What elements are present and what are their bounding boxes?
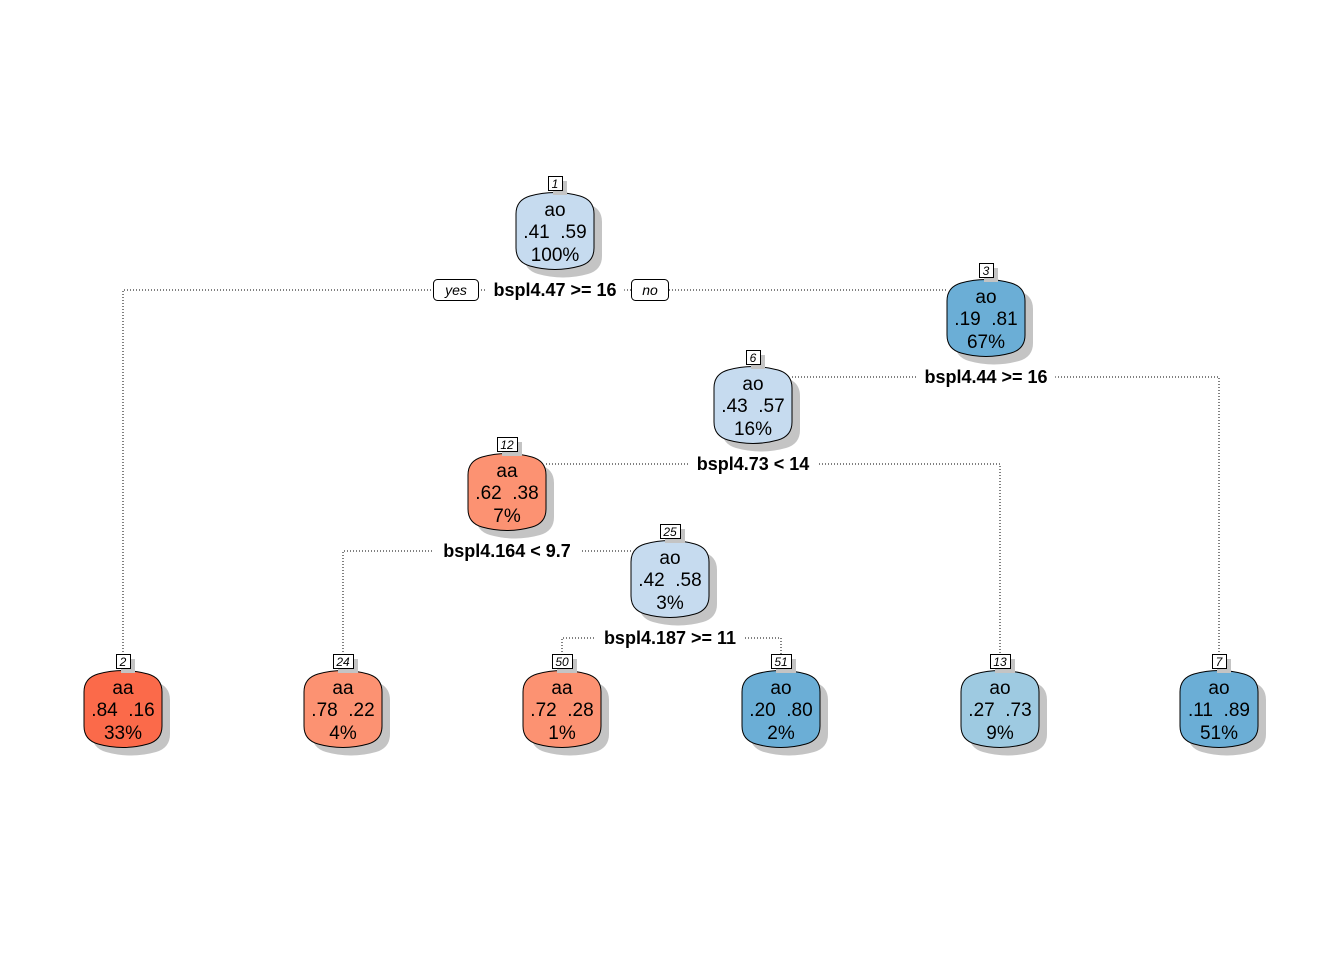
edge-6-13 [753, 463, 1001, 655]
node-percent: 100% [531, 245, 580, 266]
split-label-12: bspl4.164 < 9.7 [443, 541, 571, 561]
split-label-bg [916, 366, 1056, 388]
node-box [741, 670, 821, 748]
node-id: 12 [500, 438, 514, 452]
node-id-box [746, 350, 761, 365]
split-label-bg [688, 453, 818, 475]
node-box [467, 453, 547, 531]
split-label-1: bspl4.47 >= 16 [493, 280, 616, 300]
node-id-box [116, 654, 131, 669]
node-probs: .42 .58 [638, 570, 701, 591]
node-box [83, 670, 163, 748]
split-labels: bspl4.47 >= 16 yes no bspl4.44 >= 16 bspl4.7… [433, 279, 1056, 649]
node-box [303, 670, 383, 748]
node-percent: 16% [734, 419, 772, 440]
node-id-box [548, 176, 563, 191]
node-percent: 9% [986, 723, 1014, 744]
node-box [630, 540, 710, 618]
node-id: 51 [774, 655, 787, 669]
yes-box [433, 279, 479, 301]
node-probs: .43 .57 [721, 396, 784, 417]
no-label: no [642, 282, 658, 298]
node-id-box [979, 263, 994, 278]
node-probs: .27 .73 [968, 700, 1031, 721]
node-class: ao [989, 678, 1010, 699]
node-id: 25 [662, 525, 677, 539]
node-percent: 51% [1200, 723, 1238, 744]
node-id: 7 [1216, 655, 1224, 669]
node-probs: .72 .28 [530, 700, 593, 721]
node-probs: .78 .22 [311, 700, 374, 721]
node-id: 1 [552, 177, 559, 191]
split-label-3: bspl4.44 >= 16 [924, 367, 1047, 387]
node-percent: 2% [767, 723, 795, 744]
node-id-box [1212, 654, 1227, 669]
edge-3-7 [986, 376, 1220, 655]
node-box [522, 670, 602, 748]
node-percent: 4% [329, 723, 357, 744]
node-id: 13 [993, 655, 1007, 669]
yes-label: yes [444, 282, 467, 298]
node-percent: 67% [967, 332, 1005, 353]
node-id: 24 [335, 655, 350, 669]
node-box [713, 366, 793, 444]
split-label-6: bspl4.73 < 14 [697, 454, 810, 474]
node-class: ao [1208, 678, 1229, 699]
node-id-box [660, 524, 681, 539]
no-box [631, 279, 669, 301]
tree-node-51: 51 ao.20 .802% [741, 654, 828, 756]
node-box [960, 670, 1040, 748]
node-probs: .41 .59 [523, 222, 586, 243]
node-probs: .20 .80 [749, 700, 812, 721]
tree-node-24: 24 aa.78 .224% [303, 654, 390, 756]
node-box [1179, 670, 1259, 748]
node-class: ao [975, 287, 996, 308]
split-label-bg [485, 279, 625, 301]
node-id-box [771, 654, 792, 669]
split-label-25: bspl4.187 >= 11 [604, 628, 736, 648]
tree-node-50: 50 aa.72 .281% [522, 654, 609, 756]
node-percent: 33% [104, 723, 142, 744]
node-class: aa [332, 678, 354, 699]
tree-node-25: 25 ao.42 .583% [630, 524, 717, 626]
node-id: 3 [983, 264, 990, 278]
node-id: 50 [555, 655, 569, 669]
node-class: ao [544, 200, 565, 221]
node-probs: .19 .81 [954, 309, 1017, 330]
edge-12-24 [342, 550, 507, 655]
node-id: 2 [119, 655, 127, 669]
node-class: ao [742, 374, 763, 395]
node-box [515, 192, 595, 270]
node-class: ao [659, 548, 680, 569]
node-id-box [990, 654, 1011, 669]
node-probs: .11 .89 [1188, 700, 1250, 721]
node-probs: .84 .16 [91, 700, 154, 721]
split-label-bg [433, 540, 581, 562]
node-class: aa [551, 678, 573, 699]
node-class: ao [770, 678, 791, 699]
node-id-box [333, 654, 354, 669]
node-class: aa [496, 461, 518, 482]
split-label-bg [596, 627, 744, 649]
node-percent: 7% [493, 506, 521, 527]
node-box [946, 279, 1026, 357]
tree-node-13: 13 ao.27 .739% [960, 654, 1047, 756]
node-id: 6 [750, 351, 757, 365]
node-percent: 3% [656, 593, 684, 614]
node-class: aa [112, 678, 134, 699]
tree-node-12: 12 aa.62 .387% [467, 437, 554, 539]
node-id-box [497, 437, 518, 452]
node-percent: 1% [548, 723, 576, 744]
node-id-box [552, 654, 573, 669]
node-probs: .62 .38 [475, 483, 538, 504]
